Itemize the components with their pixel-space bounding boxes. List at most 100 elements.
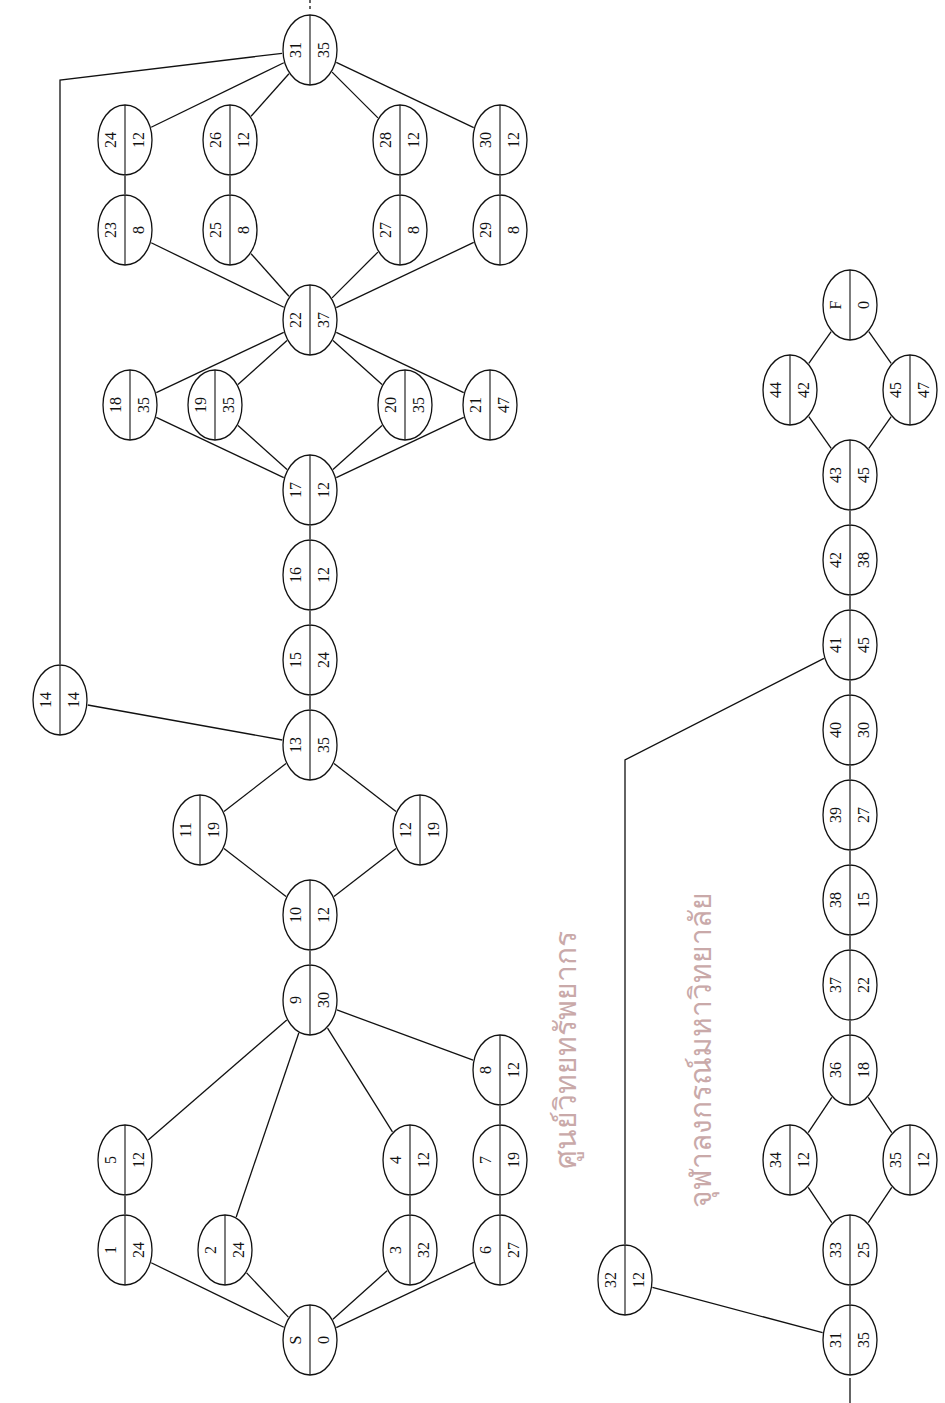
node-ellipse [98,105,152,175]
activity-duration: 12 [416,1152,432,1168]
node-divider [849,1215,850,1285]
activity-node: 2035 [377,369,433,441]
precedence-link [333,1271,387,1320]
node-ellipse [283,285,337,355]
precedence-link [333,426,382,470]
node-ellipse [763,355,817,425]
node-divider [309,965,310,1035]
activity-number: 22 [288,312,304,328]
activity-node: 1219 [392,794,448,866]
activity-duration: 8 [406,226,422,234]
activity-number: 31 [828,1332,844,1348]
activity-number: 4 [388,1156,404,1164]
activity-duration: 27 [506,1242,522,1258]
node-divider [499,1215,500,1285]
activity-duration: 35 [856,1332,872,1348]
precedence-link [124,176,125,194]
activity-node: 298 [472,194,528,266]
precedence-link [499,1196,500,1214]
precedence-link [849,511,850,524]
node-ellipse [823,440,877,510]
node-ellipse [283,965,337,1035]
activity-node: 4345 [822,439,878,511]
node-ellipse [473,1035,527,1105]
node-ellipse [283,710,337,780]
activity-duration: 35 [136,397,152,413]
node-ellipse [283,540,337,610]
node-ellipse [473,1125,527,1195]
node-ellipse [98,1215,152,1285]
activity-number: 11 [178,822,194,837]
precedence-link [808,1187,832,1222]
activity-duration: 27 [856,807,872,823]
node-divider [624,1245,625,1315]
activity-duration: 22 [856,977,872,993]
activity-number: 27 [378,222,394,238]
activity-node: 3927 [822,779,878,851]
activity-node: 21 47 [462,369,518,441]
activity-node: 124 [97,1214,153,1286]
activity-duration: 47 [496,397,512,413]
node-divider [499,195,500,265]
activity-node: 332 [382,1214,438,1286]
activity-duration: 15 [856,892,872,908]
node-divider [309,540,310,610]
node-divider [849,525,850,595]
activity-node: 2812 [372,104,428,176]
activity-number: 44 [768,382,784,398]
node-ellipse [823,610,877,680]
activity-duration: 45 [856,467,872,483]
activity-node: 3512 [882,1124,938,1196]
activity-number: 12 [398,822,414,838]
activity-node: 3618 [822,1034,878,1106]
activity-node: 238 [97,194,153,266]
node-ellipse [203,195,257,265]
activity-number: 1 [103,1246,119,1254]
activity-node: 2237 [282,284,338,356]
node-divider [229,195,230,265]
activity-node: 1524 [282,624,338,696]
activity-number: 45 [888,382,904,398]
precedence-link [88,705,283,740]
activity-node: 1712 [282,454,338,526]
activity-duration: 0 [316,1336,332,1344]
activity-node: 25 8 [202,194,258,266]
activity-duration: 14 [66,692,82,708]
node-ellipse [103,370,157,440]
activity-duration: 8 [131,226,147,234]
activity-duration: 12 [131,132,147,148]
precedence-link [849,1286,850,1304]
activity-number: 33 [828,1242,844,1258]
node-divider [789,355,790,425]
precedence-link [499,176,500,194]
activity-duration: 12 [506,132,522,148]
activity-number: 8 [478,1066,494,1074]
activity-node: 1414 [32,664,88,736]
node-divider [909,355,910,425]
activity-number: 17 [288,482,304,498]
activity-duration: 12 [316,907,332,923]
activity-duration: 35 [316,737,332,753]
activity-number: 25 [208,222,224,238]
activity-number: 31 [288,42,304,58]
activity-node: 719 [472,1124,528,1196]
node-ellipse [883,355,937,425]
node-ellipse [473,105,527,175]
precedence-link [309,951,310,964]
activity-number: 15 [288,652,304,668]
node-ellipse [823,865,877,935]
activity-duration: 19 [206,822,222,838]
node-ellipse [188,370,242,440]
node-ellipse [883,1125,937,1195]
activity-duration: 24 [316,652,332,668]
node-ellipse [33,665,87,735]
activity-number: 21 [468,397,484,413]
node-divider [849,1035,850,1105]
node-divider [199,795,200,865]
precedence-link [849,936,850,949]
precedence-link [236,1033,299,1217]
activity-duration: 0 [856,301,872,309]
activity-duration: 19 [506,1152,522,1168]
activity-duration: 8 [236,226,252,234]
activity-node: 1935 [187,369,243,441]
